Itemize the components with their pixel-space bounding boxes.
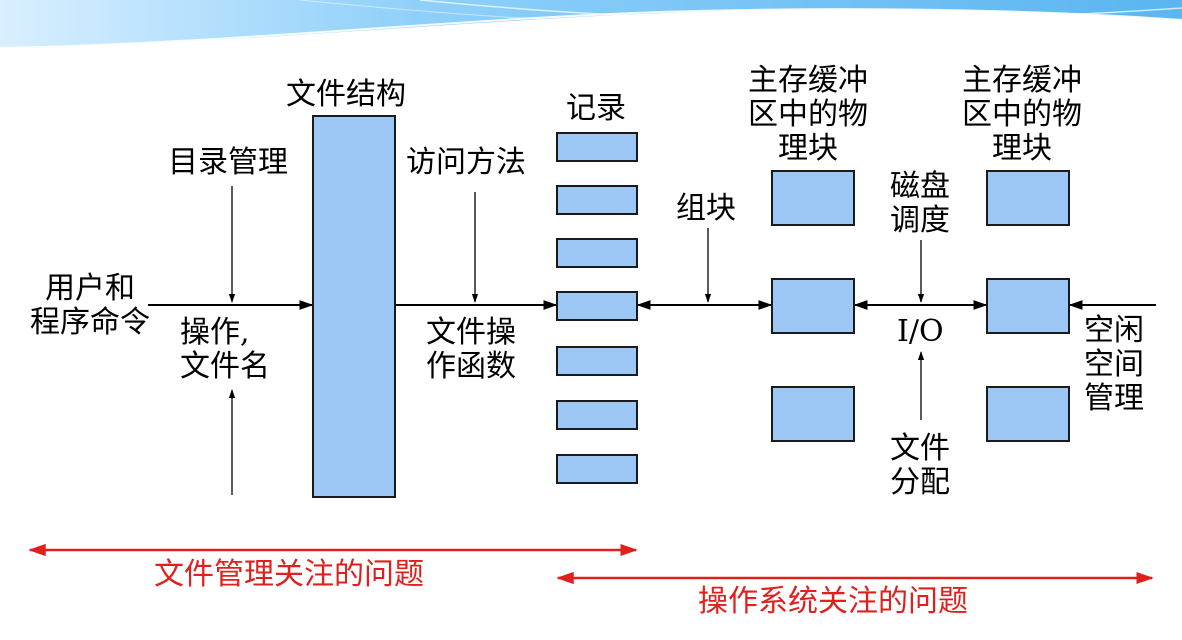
file-structure-label: 文件结构 (286, 77, 406, 112)
physical-block (771, 278, 855, 334)
physical-block (986, 278, 1070, 334)
operation-filename-label: 操作, 文件名 (180, 315, 270, 384)
file-allocation-label: 文件 分配 (890, 431, 950, 500)
record-box (556, 185, 638, 215)
buffer-block-label-2: 主存缓冲 区中的物 理块 (962, 63, 1082, 166)
record-box (556, 454, 638, 484)
record-box (556, 400, 638, 430)
blocking-label: 组块 (676, 191, 736, 226)
directory-mgmt-label: 目录管理 (168, 145, 288, 180)
record-box (556, 346, 638, 376)
record-box (556, 291, 638, 321)
records-label: 记录 (566, 91, 626, 126)
file-mgmt-concern-label: 文件管理关注的问题 (154, 557, 424, 592)
user-command-label: 用户和 程序命令 (30, 271, 150, 340)
physical-block (986, 386, 1070, 442)
record-box (556, 132, 638, 162)
io-label: I/O (897, 314, 944, 349)
file-op-function-label: 文件操 作函数 (426, 315, 516, 384)
physical-block (771, 170, 855, 226)
free-space-mgmt-label: 空闲 空间 管理 (1084, 313, 1144, 416)
physical-block (986, 170, 1070, 226)
file-structure-box (312, 115, 396, 498)
record-box (556, 238, 638, 268)
os-concern-label: 操作系统关注的问题 (698, 584, 968, 619)
physical-block (771, 386, 855, 442)
access-method-label: 访问方法 (406, 145, 526, 180)
buffer-block-label-1: 主存缓冲 区中的物 理块 (748, 63, 868, 166)
disk-scheduling-label: 磁盘 调度 (890, 169, 950, 238)
